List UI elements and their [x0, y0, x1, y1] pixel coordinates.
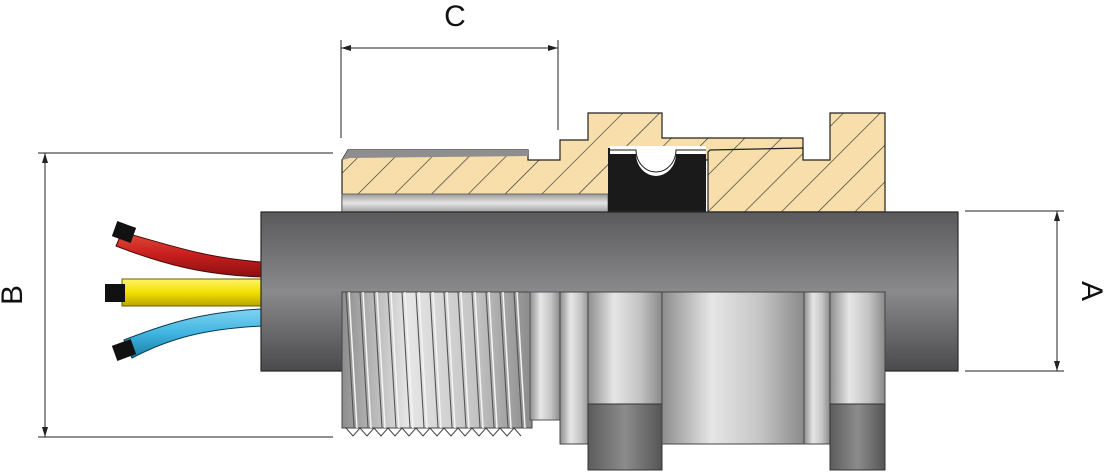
dimension-a: A: [965, 210, 1106, 372]
blue-cable: [111, 308, 263, 361]
dimension-c: C: [340, 0, 559, 138]
red-cable: [111, 221, 263, 278]
entry-thread: [341, 291, 533, 437]
dimension-c-label: C: [444, 0, 466, 33]
dimension-b: B: [0, 152, 333, 438]
yellow-cable: [105, 278, 263, 307]
dimension-a-label: A: [1075, 281, 1106, 301]
gland-exterior: [341, 291, 886, 471]
dimension-b-label: B: [0, 285, 29, 305]
cable-conductors: [105, 221, 263, 361]
seal-ring: [608, 146, 706, 212]
